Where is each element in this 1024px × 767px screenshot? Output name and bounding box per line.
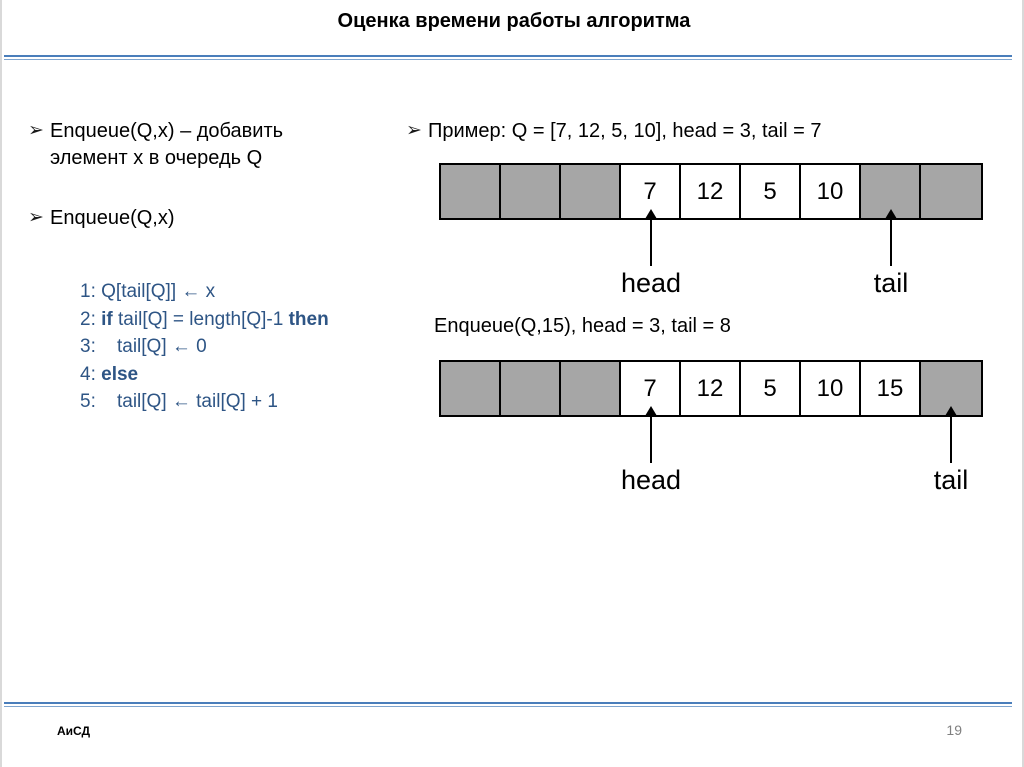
queue-cell-1 <box>501 165 561 218</box>
queue-cell-value: 5 <box>763 374 777 402</box>
queue-cell-7: 15 <box>861 362 921 415</box>
line-number: 3: <box>80 336 96 357</box>
code-keyword: else <box>101 363 139 385</box>
bullet-item-example: ➢ Пример: Q = [7, 12, 5, 10], head = 3, … <box>406 118 1006 145</box>
header-divider <box>4 55 1012 57</box>
tail-pointer-label: tail <box>873 268 909 298</box>
queue-cell-0 <box>441 362 501 415</box>
queue-cell-2 <box>561 165 621 218</box>
queue-cell-6: 10 <box>801 165 861 218</box>
queue-cell-5: 5 <box>741 165 801 218</box>
pseudocode-line-3: 3: tail[Q] ← 0 <box>80 333 329 361</box>
code-text: tail[Q] = length[Q]-1 <box>112 308 289 330</box>
code-keyword: if <box>101 308 113 330</box>
head-pointer-arrow-icon <box>645 406 657 463</box>
head-pointer-arrowhead-icon <box>645 209 657 219</box>
queue-cell-6: 10 <box>801 362 861 415</box>
queue-cell-0 <box>441 165 501 218</box>
queue-array: 7 12 5 10 <box>439 163 983 220</box>
pseudocode-line-4: 4: else <box>80 361 329 389</box>
footer-label: АиСД <box>57 724 91 738</box>
bullet-arrow-icon: ➢ <box>28 206 44 228</box>
queue-cell-value: 7 <box>643 177 657 205</box>
bullet-item-enqueue-description: ➢ Enqueue(Q,x) – добавить элемент x в оч… <box>28 118 408 172</box>
queue-cell-value: 10 <box>816 177 844 205</box>
line-number: 2: <box>80 308 96 330</box>
queue-cell-value: 12 <box>696 374 724 402</box>
bullet-arrow-icon: ➢ <box>28 119 44 141</box>
queue-cell-4: 12 <box>681 165 741 218</box>
footer-divider-secondary <box>4 706 1012 707</box>
pseudocode-line-5: 5: tail[Q] ← tail[Q] + 1 <box>80 388 329 416</box>
bullet-text: Enqueue(Q,x) <box>50 207 175 229</box>
pseudocode-line-2: 2: if tail[Q] = length[Q]-1 then <box>80 306 329 334</box>
line-number: 4: <box>80 363 96 385</box>
pseudocode-line-1: 1: Q[tail[Q]] ← x <box>80 278 329 306</box>
queue-diagram-after: 7 12 5 10 15 head tail <box>439 360 983 495</box>
page-number: 19 <box>946 722 962 738</box>
header-divider-secondary <box>4 59 1012 60</box>
queue-cell-5: 5 <box>741 362 801 415</box>
queue-cell-value: 5 <box>763 177 777 205</box>
tail-pointer-arrow-icon <box>945 406 957 463</box>
caption-after-enqueue: Enqueue(Q,15), head = 3, tail = 8 <box>434 315 731 337</box>
code-text: Q[tail[Q]] ← x <box>95 281 216 302</box>
footer-divider <box>4 702 1012 704</box>
bullet-item-enqueue-signature: ➢ Enqueue(Q,x) <box>28 205 408 232</box>
queue-cell-value: 10 <box>816 374 844 402</box>
tail-pointer-arrow-icon <box>885 209 897 266</box>
queue-diagram-before: 7 12 5 10 head tail <box>439 163 983 298</box>
bullet-arrow-icon: ➢ <box>406 119 422 141</box>
queue-cell-value: 7 <box>643 374 657 402</box>
queue-cell-2 <box>561 362 621 415</box>
page-title: Оценка времени работы алгоритма <box>337 10 691 32</box>
line-number: 5: <box>80 391 96 412</box>
head-pointer-arrowhead-icon <box>645 406 657 416</box>
head-pointer-arrow-icon <box>645 209 657 266</box>
tail-pointer-label: tail <box>933 465 969 495</box>
code-keyword: then <box>288 308 329 330</box>
queue-cell-value: 12 <box>696 177 724 205</box>
line-number: 1: <box>80 281 96 302</box>
example-heading-text: Пример: Q = [7, 12, 5, 10], head = 3, ta… <box>428 120 822 142</box>
queue-cell-value: 15 <box>876 374 904 402</box>
bullet-text: Enqueue(Q,x) – добавить элемент x в очер… <box>50 120 284 169</box>
tail-pointer-arrowhead-icon <box>945 406 957 416</box>
tail-pointer-arrowhead-icon <box>885 209 897 219</box>
queue-cell-8 <box>921 165 981 218</box>
head-pointer-label: head <box>620 268 682 298</box>
code-text: tail[Q] ← 0 <box>95 336 207 357</box>
code-text: tail[Q] ← tail[Q] + 1 <box>95 391 279 412</box>
queue-cell-4: 12 <box>681 362 741 415</box>
queue-array: 7 12 5 10 15 <box>439 360 983 417</box>
queue-cell-1 <box>501 362 561 415</box>
head-pointer-label: head <box>620 465 682 495</box>
